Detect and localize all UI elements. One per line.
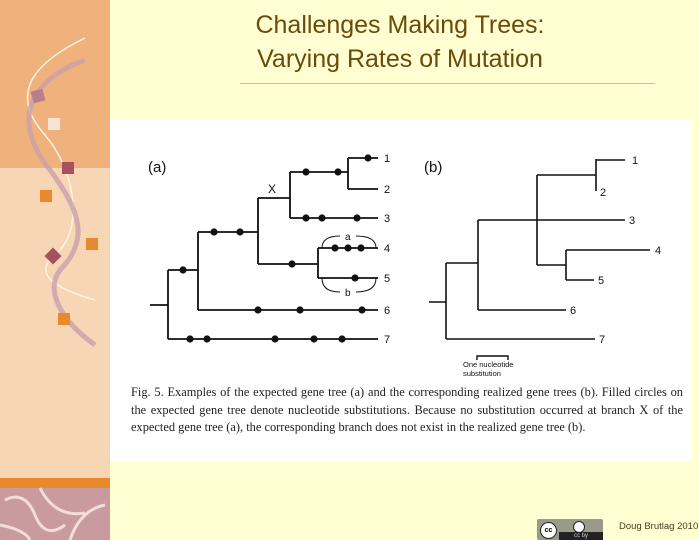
square-icon <box>30 88 46 104</box>
leaf-label-b3: 3 <box>629 215 635 227</box>
expected-gene-tree <box>150 157 378 340</box>
substitution-dot <box>318 214 326 222</box>
decorative-side-panel <box>0 0 110 540</box>
scale-bar-label-1: One nucleotide <box>463 360 513 369</box>
bracket-a-label: a <box>345 232 351 243</box>
leaf-label-a5: 5 <box>384 273 390 285</box>
figure-panel <box>110 120 692 462</box>
leaf-label-b6: 6 <box>570 305 576 317</box>
substitution-dot <box>236 228 244 236</box>
substitution-dot <box>310 335 318 343</box>
substitution-dot <box>186 335 194 343</box>
panel-a-label: (a) <box>148 159 166 176</box>
substitution-dot <box>334 168 342 176</box>
substitution-dots <box>179 154 372 343</box>
title-line-2: Varying Rates of Mutation <box>257 45 543 73</box>
author-credit: Doug Brutlag 2010 <box>619 521 699 532</box>
cc-icon: cc <box>540 522 557 539</box>
leaf-label-b5: 5 <box>598 275 604 287</box>
license-badge-text: cc by <box>559 532 603 540</box>
scale-bar <box>476 355 509 360</box>
title-line-1: Challenges Making Trees: <box>255 11 545 39</box>
substitution-dot <box>358 306 366 314</box>
substitution-dot <box>296 306 304 314</box>
substitution-dot <box>288 260 296 268</box>
realized-gene-tree <box>429 159 650 360</box>
leaf-label-a2: 2 <box>384 184 390 196</box>
substitution-dot <box>364 154 372 162</box>
substitution-dot <box>210 228 218 236</box>
substitution-dot <box>302 168 310 176</box>
scale-bar-label-2: substitution <box>463 369 501 378</box>
substitution-dot <box>179 266 187 274</box>
figure-caption: Fig. 5. Examples of the expected gene tr… <box>131 385 683 434</box>
substitution-dot <box>331 244 339 252</box>
branch-x-label: X <box>268 182 276 196</box>
title-divider <box>240 83 655 84</box>
leaf-label-b7: 7 <box>599 334 605 346</box>
leaf-label-b1: 1 <box>632 155 638 167</box>
slide-title: Challenges Making Trees: Varying Rates o… <box>130 8 670 76</box>
substitution-dot <box>271 335 279 343</box>
leaf-label-a1: 1 <box>384 153 390 165</box>
panel-b-label: (b) <box>424 159 442 176</box>
cc-license-badge[interactable]: cc cc by <box>537 519 603 540</box>
substitution-dot <box>254 306 262 314</box>
substitution-dot <box>302 214 310 222</box>
leaf-label-a4: 4 <box>384 243 390 255</box>
leaf-label-b2: 2 <box>600 187 606 199</box>
substitution-dot <box>351 274 359 282</box>
substitution-dot <box>203 335 211 343</box>
leaf-label-a7: 7 <box>384 334 390 346</box>
substitution-dot <box>338 335 346 343</box>
substitution-dot <box>353 214 361 222</box>
substitution-dot <box>357 244 365 252</box>
bracket-b-label: b <box>345 288 351 299</box>
leaf-label-a6: 6 <box>384 305 390 317</box>
leaf-label-a3: 3 <box>384 213 390 225</box>
substitution-dot <box>344 244 352 252</box>
leaf-label-b4: 4 <box>655 245 661 257</box>
